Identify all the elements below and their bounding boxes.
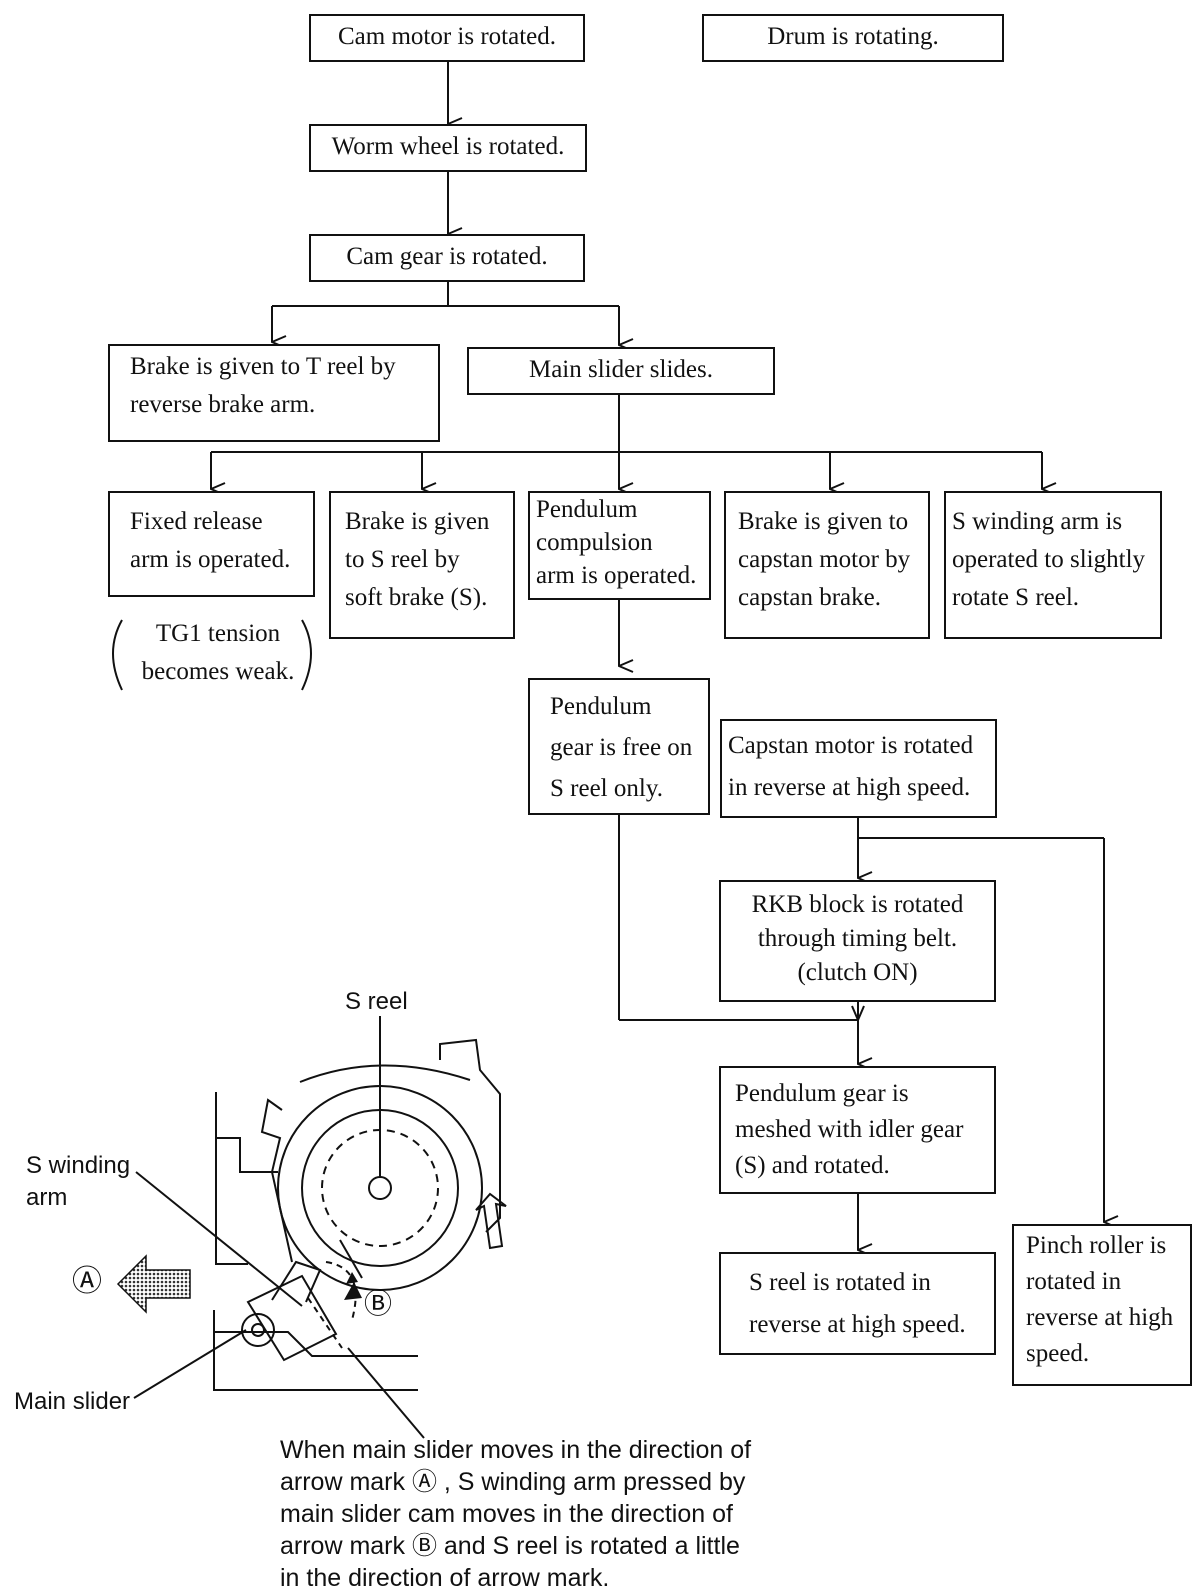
box-pendulum-free: Pendulum gear is free on S reel only. [528, 678, 710, 815]
box-rkb-block: RKB block is rotated through timing belt… [719, 880, 996, 1002]
main-slider-label: Main slider [14, 1388, 131, 1415]
box-drum-rotating: Drum is rotating. [702, 14, 1004, 62]
box-capstan-reverse: Capstan motor is rotated in reverse at h… [720, 719, 997, 818]
box-pendulum-meshed: Pendulum gear is meshed with idler gear … [719, 1066, 996, 1194]
mark-b-label: Ⓑ [364, 1288, 393, 1319]
s-reel-label: S reel [345, 988, 408, 1015]
box-cam-gear: Cam gear is rotated. [309, 234, 585, 282]
box-worm-wheel: Worm wheel is rotated. [309, 124, 587, 172]
box-brake-s-reel: Brake is given to S reel by soft brake (… [329, 491, 515, 639]
box-fixed-release: Fixed release arm is operated. [108, 491, 315, 597]
box-pendulum-compulsion: Pendulum compulsion arm is operated. [528, 491, 711, 600]
arrow-a-icon [116, 1254, 191, 1314]
mechanism-illustration [133, 1016, 507, 1439]
box-main-slider: Main slider slides. [467, 347, 775, 395]
box-brake-t-reel: Brake is given to T reel by reverse brak… [108, 344, 440, 442]
box-cam-motor: Cam motor is rotated. [309, 14, 585, 62]
box-s-reel-reverse: S reel is rotated in reverse at high spe… [719, 1252, 996, 1355]
box-pinch-roller: Pinch roller is rotated in reverse at hi… [1012, 1224, 1192, 1386]
mark-a-label: Ⓐ [72, 1265, 102, 1298]
s-winding-arm-label: S winding arm [26, 1152, 131, 1211]
tg1-tension-note: TG1 tension becomes weak. [141, 620, 295, 685]
box-brake-capstan: Brake is given to capstan motor by capst… [724, 491, 930, 639]
illustration-caption: When main slider moves in the direction … [280, 1436, 752, 1592]
box-s-winding-arm: S winding arm is operated to slightly ro… [944, 491, 1162, 639]
